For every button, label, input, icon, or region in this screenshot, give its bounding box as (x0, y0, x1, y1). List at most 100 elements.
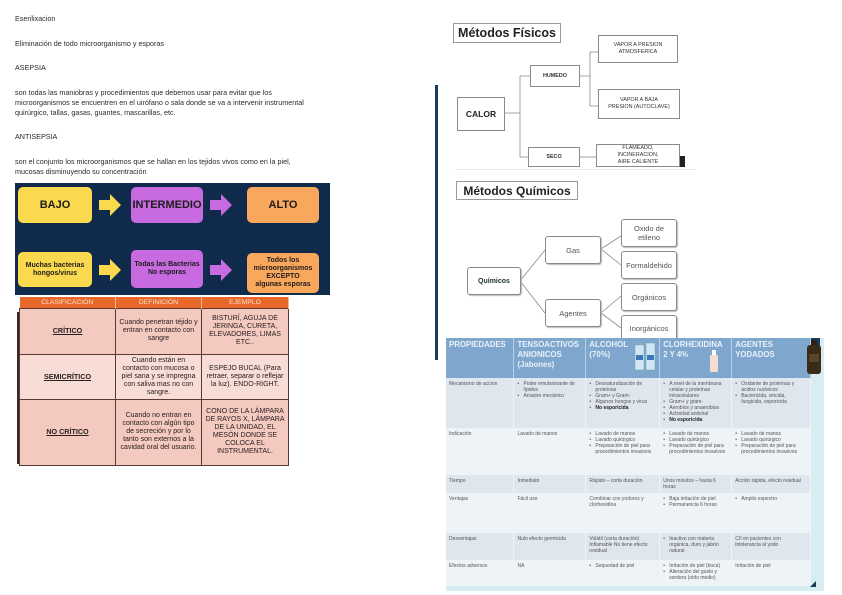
bullet-item: Desnaturalización de proteínas (589, 381, 656, 393)
desc-line: microorganismos (253, 265, 313, 272)
slide-accent-bar (435, 85, 438, 360)
bullet-item: No esporicida (663, 417, 728, 423)
bullet-item: Lavado quirúrgico (589, 437, 656, 443)
bullet-item: Lavado de manos (735, 431, 807, 437)
arrow-right-icon (99, 259, 121, 281)
node-line: FLAMEADO, (622, 145, 654, 151)
property-value: NA (513, 560, 587, 586)
table-header-row: CLASIFICACIÓN DEFINICIÓN EJEMPLO (19, 297, 289, 308)
bullet-list: A nivel de la membrana celular y proteín… (663, 381, 728, 423)
bullet-item: No esporicida (589, 405, 656, 411)
desc-line: No esporas (147, 269, 187, 276)
node-seco: SECO (528, 147, 580, 167)
paragraph-antisepsia-line2: mucosas disminuyendo su concentración (15, 167, 147, 176)
class-example: CONO DE LA LÁMPARA DE RAYOS X, LÁMPARA D… (201, 398, 289, 466)
bullet-item: Bactericida, viricida, fungicida, espori… (735, 393, 807, 405)
header-line: ANIONICOS (517, 350, 562, 359)
node-line: VAPOR A PRESION (613, 42, 663, 48)
paragraph-definition: Eliminación de todo microorganismo y esp… (15, 39, 165, 48)
desc-line: Todos los (266, 257, 300, 264)
bullet-list: Lavado de manosLavado quirúrgicoPreparac… (589, 431, 656, 455)
bullet-item: Lavado quirúrgico (663, 437, 728, 443)
iodine-bottle-icon (807, 340, 821, 374)
class-example: BISTURÍ, AGUJA DE JERINGA, CURETA, ELEVA… (201, 307, 289, 355)
bullet-item: Amplio espectro (735, 496, 807, 502)
bullet-item: Arrastre mecánico (517, 393, 582, 399)
decorative-block (680, 156, 685, 167)
antiseptics-row: Efectos adversosNASequedad de pielIrrita… (446, 560, 811, 586)
arrow-right-icon (210, 194, 232, 216)
table-row: SEMICRÍTICO Cuando están en contacto con… (19, 353, 289, 400)
paragraph-asepsia-line3: quirúrgico, tallas, gasas, guantes, masc… (15, 108, 176, 117)
node-line: INCINERACION, (617, 152, 659, 158)
header-ejemplo: EJEMPLO (201, 297, 289, 308)
level-intermedio: INTERMEDIO (131, 187, 203, 223)
property-label: Efectos adversos (446, 560, 515, 586)
alcohol-bottle-icon (635, 342, 656, 371)
property-label: Tiempo (446, 475, 515, 493)
property-value: Amplio espectro (731, 493, 811, 533)
bullet-list: Poder emulsionante de lípidosArrastre me… (517, 381, 582, 399)
heading-antisepsia: ANTISEPSIA (15, 132, 58, 141)
property-value: Lavado de manosLavado quirúrgicoPreparac… (659, 428, 733, 475)
bullet-list: Irritación de piel (boca)Alteración del … (663, 563, 728, 581)
node-organicos: Orgánicos (621, 283, 677, 311)
header-line: (Jabones) (517, 360, 555, 369)
bullet-item: Permanencia 6 horas (663, 502, 728, 508)
property-value: A nivel de la membrana celular y proteín… (659, 378, 733, 428)
node-quimicos: Químicos (467, 267, 521, 295)
section-divider (455, 169, 695, 170)
node-humedo: HUMEDO (530, 65, 580, 87)
bullet-item: Irritación de piel (boca) (663, 563, 728, 569)
property-value: Fácil uso (513, 493, 587, 533)
header-line: AGENTES (735, 340, 773, 349)
property-value: Nulo efecto germicida (513, 533, 587, 560)
property-value: Sequedad de piel (585, 560, 661, 586)
slide-corner-mark (810, 581, 816, 587)
node-formaldehido: Formaldehido (621, 251, 677, 279)
property-label: Ventajas (446, 493, 515, 533)
property-value: Combinar con yodoros y clorhexidina (585, 493, 661, 533)
property-value: Volátil (corta duración) Inflamable No t… (585, 533, 661, 560)
header-alcohol: ALCOHOL(70%) (585, 338, 661, 378)
arrow-right-icon (99, 194, 121, 216)
node-line: Oxido de (633, 224, 665, 233)
heading-asepsia: ASEPSIA (15, 63, 46, 72)
bullet-item: Preparación de piel para procedimientos … (589, 443, 656, 455)
property-value: Unos minutos – hasta 6 horas (659, 475, 733, 493)
header-definicion: DEFINICIÓN (115, 297, 202, 308)
node-line: AIRE CALIENTE (617, 159, 659, 165)
bullet-list: Baja irritación de pielPermanencia 6 hor… (663, 496, 728, 508)
property-value: Inmediato (513, 475, 587, 493)
bullet-list: Lavado de manosLavado quirúrgicoPreparac… (735, 431, 807, 455)
bullet-item: Alteración del gusto y sordera (oído med… (663, 569, 728, 581)
bullet-item: Baja irritación de piel (663, 496, 728, 502)
node-line: ATMOSFERICA (618, 49, 658, 55)
node-inorganicos: Inorgánicos (621, 315, 677, 341)
bullet-list: Desnaturalización de proteínasGram+ y Gr… (589, 381, 656, 411)
node-gas: Gas (545, 236, 601, 264)
desc-line: Muchas bacterias (25, 261, 85, 269)
bullet-list: Oxidante de proteínas y ácidos nucleicos… (735, 381, 807, 405)
property-value: Irritación de piel (731, 560, 811, 586)
classification-table: CLASIFICACIÓN DEFINICIÓN EJEMPLO CRÍTICO… (19, 297, 289, 466)
property-label: Indicación (446, 428, 515, 475)
property-value: Desnaturalización de proteínasGram+ y Gr… (585, 378, 661, 428)
class-name: NO CRÍTICO (19, 398, 116, 466)
property-value: Lavado de manos (513, 428, 587, 475)
property-value: Lavado de manosLavado quirúrgicoPreparac… (585, 428, 661, 475)
desc-line: EXCEPTO (266, 273, 300, 280)
paragraph-antisepsia-line1: son el conjunto los microorganismos que … (15, 157, 291, 166)
property-label: Mecanismo de accion (446, 378, 515, 428)
level-alto: ALTO (247, 187, 319, 223)
header-clasificacion: CLASIFICACIÓN (19, 297, 116, 308)
